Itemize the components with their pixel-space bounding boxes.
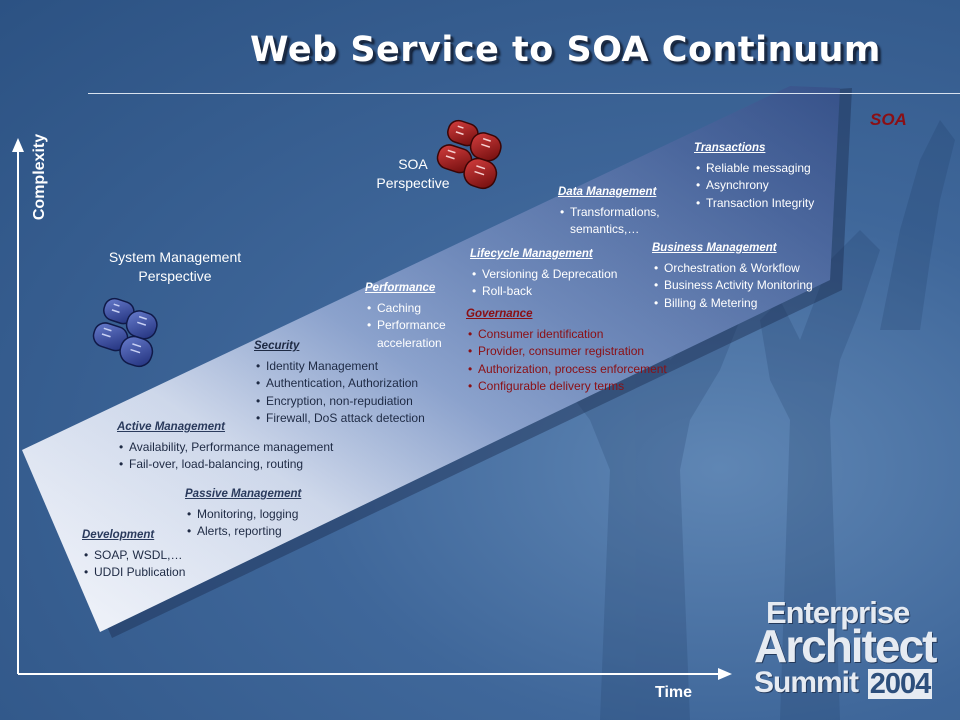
security-block: Security Identity Management Authenticat… <box>254 338 454 428</box>
y-axis-arrowhead <box>12 138 24 152</box>
list-item: Transaction Integrity <box>694 195 844 213</box>
list-item: Fail-over, load-balancing, routing <box>117 456 377 474</box>
list-item: Configurable delivery terms <box>466 378 706 396</box>
list-item: Transformations, semantics,… <box>558 204 678 239</box>
list-item: Encryption, non-repudiation <box>254 393 454 411</box>
logo-year: 2004 <box>868 668 932 700</box>
list-item: Versioning & Deprecation <box>470 266 650 284</box>
list-item: Identity Management <box>254 358 454 376</box>
list-item: Performance acceleration <box>365 317 465 352</box>
system-management-perspective-label: System Management Perspective <box>108 249 242 284</box>
soa-label: SOA <box>870 110 907 129</box>
title-divider <box>88 93 960 94</box>
binoculars-icon <box>436 119 502 190</box>
block-header: Active Management <box>117 421 226 433</box>
soa-perspective-label: SOA Perspective <box>376 156 450 191</box>
block-header: Security <box>254 340 300 352</box>
governance-block: Governance Consumer identification Provi… <box>466 306 706 396</box>
data-management-block: Data Management Transformations, semanti… <box>558 184 678 239</box>
list-item: Reliable messaging <box>694 160 844 178</box>
binoculars-icon <box>92 297 158 368</box>
lifecycle-management-block: Lifecycle Management Versioning & Deprec… <box>470 246 650 301</box>
page-title: Web Service to SOA Continuum <box>250 30 881 70</box>
block-header: Governance <box>466 308 533 320</box>
block-header: Passive Management <box>185 488 302 500</box>
logo-line2: Architect <box>754 620 937 672</box>
x-axis-label: Time <box>655 684 693 701</box>
logo-line3: Summit <box>754 666 859 699</box>
axes <box>12 138 732 680</box>
list-item: Roll-back <box>470 283 650 301</box>
enterprise-architect-summit-logo: Enterprise Architect Summit 2004 <box>752 595 942 705</box>
passive-management-block: Passive Management Monitoring, logging A… <box>185 486 365 541</box>
block-header: Lifecycle Management <box>470 248 593 260</box>
active-management-block: Active Management Availability, Performa… <box>117 419 377 474</box>
list-item: Consumer identification <box>466 326 706 344</box>
block-header: Development <box>82 529 155 541</box>
transactions-block: Transactions Reliable messaging Asynchro… <box>694 140 844 212</box>
development-block: Development SOAP, WSDL,… UDDI Publicatio… <box>82 527 232 582</box>
list-item: Caching <box>365 300 465 318</box>
performance-block: Performance Caching Performance accelera… <box>365 280 465 352</box>
list-item: SOAP, WSDL,… <box>82 547 232 565</box>
x-axis-arrowhead <box>718 668 732 680</box>
block-header: Business Management <box>652 242 777 254</box>
block-header: Transactions <box>694 142 766 154</box>
list-item: Business Activity Monitoring <box>652 277 852 295</box>
list-item: Availability, Performance management <box>117 439 377 457</box>
list-item: Authorization, process enforcement <box>466 361 706 379</box>
list-item: Authentication, Authorization <box>254 375 454 393</box>
list-item: Orchestration & Workflow <box>652 260 852 278</box>
logo-line1: Enterprise <box>766 595 910 630</box>
list-item: Firewall, DoS attack detection <box>254 410 454 428</box>
block-header: Data Management <box>558 186 657 198</box>
list-item: Provider, consumer registration <box>466 343 706 361</box>
list-item: Asynchrony <box>694 177 844 195</box>
list-item: UDDI Publication <box>82 564 232 582</box>
block-header: Performance <box>365 282 436 294</box>
list-item: Billing & Metering <box>652 295 852 313</box>
y-axis-label: Complexity <box>31 133 48 221</box>
business-management-block: Business Management Orchestration & Work… <box>652 240 852 312</box>
list-item: Alerts, reporting <box>185 523 365 541</box>
list-item: Monitoring, logging <box>185 506 365 524</box>
